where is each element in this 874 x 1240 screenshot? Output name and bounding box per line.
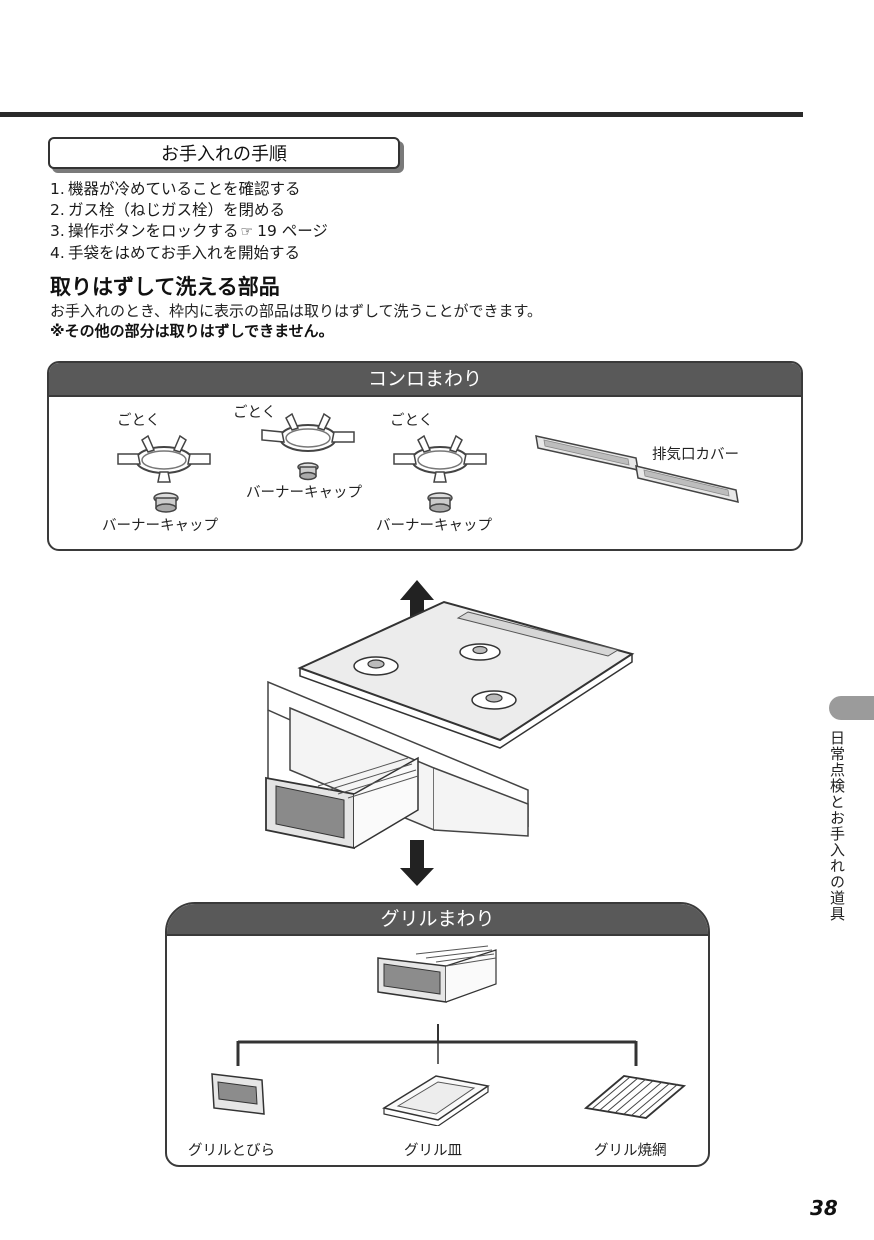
exhaust-cover-illustration [535, 435, 739, 503]
burner-cap-label: バーナーキャップ [376, 518, 492, 534]
step-item: 3.操作ボタンをロックする☞19 ページ [50, 221, 328, 243]
step-item: 2.ガス栓（ねじガス栓）を閉める [50, 201, 286, 219]
arrow-up-icon [400, 580, 434, 630]
chapter-tab[interactable] [829, 696, 874, 720]
page-reference-link[interactable]: 19 ページ [257, 222, 328, 240]
burner-cap-illustration [427, 492, 453, 513]
section-description: お手入れのとき、枠内に表示の部品は取りはずして洗うことができます。 [50, 302, 543, 320]
arrow-down-icon [400, 840, 434, 886]
cooktop-illustration [265, 600, 635, 850]
gotoku-label: ごとく [390, 413, 434, 429]
konro-panel: コンロまわり [47, 361, 803, 551]
pointing-hand-icon: ☞ [240, 224, 254, 240]
gotoku-illustration [117, 434, 211, 483]
burner-cap-illustration [297, 462, 319, 481]
gotoku-label: ごとく [233, 405, 277, 421]
grill-net-label: グリル焼網 [594, 1143, 667, 1159]
section-note: ※その他の部分は取りはずしできません。 [50, 322, 334, 340]
burner-cap-label: バーナーキャップ [102, 518, 218, 534]
grill-pan-illustration [382, 1075, 490, 1126]
parts-connector [236, 1024, 638, 1066]
gotoku-illustration [261, 412, 355, 452]
grill-panel-title: グリルまわり [167, 904, 708, 936]
grill-net-illustration [583, 1075, 687, 1119]
grill-door-illustration [211, 1073, 265, 1115]
gotoku-illustration [393, 434, 487, 483]
top-rule [0, 112, 803, 117]
konro-panel-title: コンロまわり [49, 363, 801, 397]
burner-cap-label: バーナーキャップ [246, 485, 362, 501]
burner-cap-illustration [153, 492, 179, 513]
grill-pan-label: グリル皿 [404, 1143, 462, 1159]
chapter-title: 日常点検とお手入れの道具 [828, 730, 846, 922]
page-number: 38 [810, 1196, 838, 1220]
step-item: 1.機器が冷めていることを確認する [50, 180, 301, 198]
grill-drawer-illustration [377, 945, 497, 1003]
grill-door-label: グリルとびら [188, 1143, 275, 1159]
section-title: 取りはずして洗える部品 [50, 275, 280, 299]
procedure-title: お手入れの手順 [48, 137, 400, 169]
procedure-steps: 1.機器が冷めていることを確認する 2.ガス栓（ねじガス栓）を閉める 3.操作ボ… [50, 179, 328, 264]
step-item: 4.手袋をはめてお手入れを開始する [50, 244, 301, 262]
gotoku-label: ごとく [117, 413, 161, 429]
exhaust-cover-label: 排気口カバー [652, 447, 739, 463]
